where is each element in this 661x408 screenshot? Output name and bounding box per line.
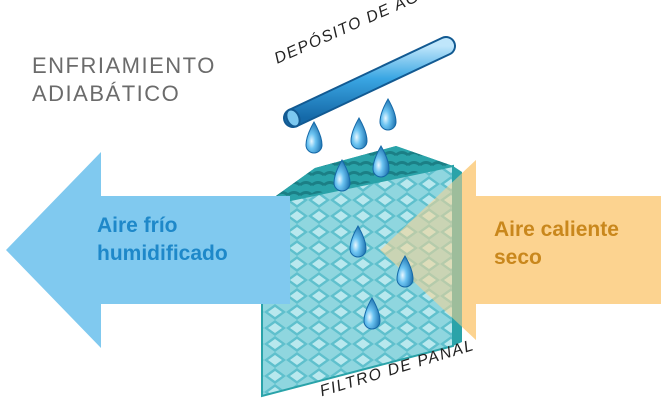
hot-air-label-line-1: Aire caliente bbox=[494, 218, 619, 241]
title-line-2: ADIABÁTICO bbox=[32, 81, 181, 106]
water-drop-icon bbox=[349, 224, 367, 258]
cold-air-label-line-2: humidificado bbox=[97, 242, 228, 265]
water-drop-icon bbox=[363, 296, 381, 330]
water-drop-icon bbox=[333, 158, 351, 192]
cold-air-arrow bbox=[6, 152, 290, 348]
water-drop-icon bbox=[396, 254, 414, 288]
cold-air-label: Aire frío humidificado bbox=[97, 212, 228, 268]
hot-air-label-line-2: seco bbox=[494, 246, 542, 269]
water-drop-icon bbox=[305, 120, 323, 154]
diagram-title: ENFRIAMIENTO ADIABÁTICO bbox=[32, 52, 216, 108]
water-drop-icon bbox=[379, 97, 397, 131]
water-drop-icon bbox=[350, 116, 368, 150]
water-drop-icon bbox=[372, 144, 390, 178]
water-pipe-icon bbox=[283, 36, 456, 128]
cold-air-label-line-1: Aire frío bbox=[97, 214, 178, 237]
water-drops bbox=[305, 97, 414, 330]
hot-air-label: Aire caliente seco bbox=[494, 216, 619, 272]
title-line-1: ENFRIAMIENTO bbox=[32, 53, 216, 78]
hot-air-overlay bbox=[380, 160, 476, 340]
